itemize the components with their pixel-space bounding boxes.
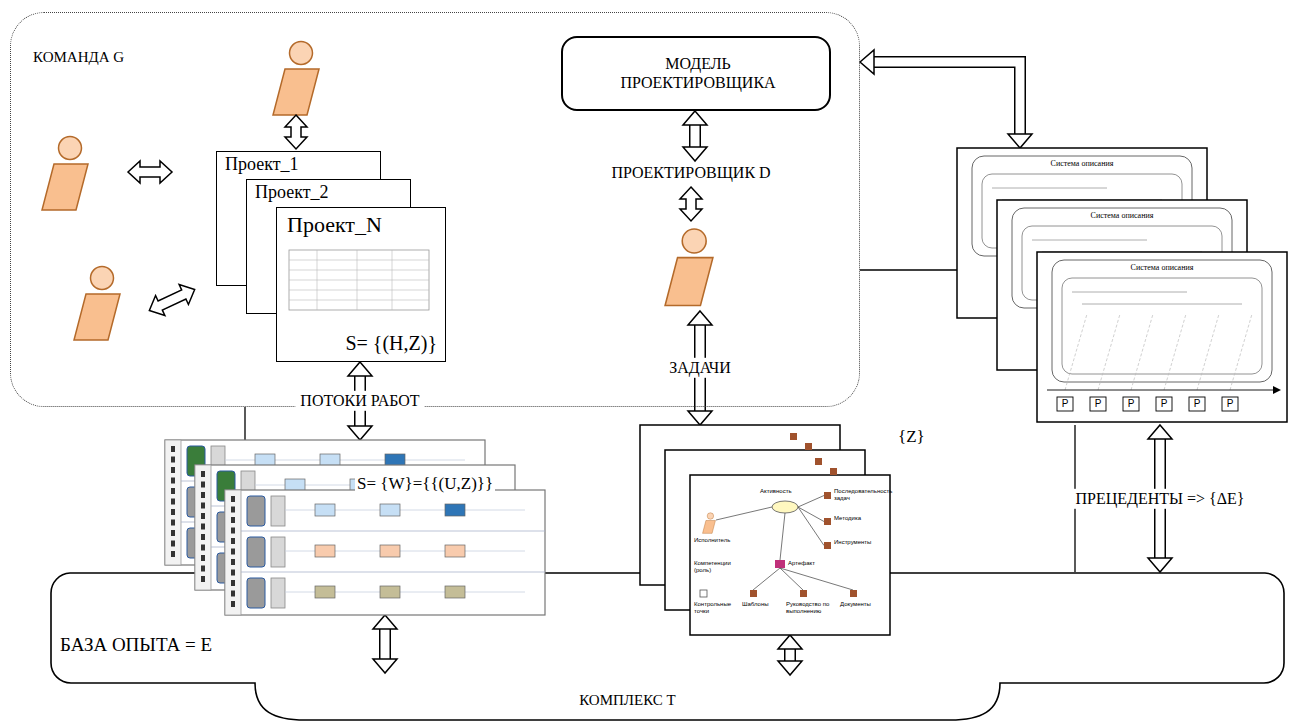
arrow-head: [683, 111, 707, 125]
team-member-icon: [74, 267, 120, 341]
task-map-label: Исполнитель: [694, 537, 738, 544]
diagram-node: МОДЕЛЬ ПРОЕКТИРОВЩИКА: [561, 36, 831, 111]
arrow-head: [778, 635, 802, 649]
diagram-node: КОМАНДА G Проект_1Проект_2Проект_N S= {(H,…: [10, 12, 860, 407]
block-arrow: [860, 50, 1032, 148]
node-text: Проект_N: [287, 212, 382, 237]
timeline-mark: P: [1057, 397, 1073, 411]
node-text: КОМПЛЕКС T: [255, 692, 1000, 709]
arrow-head: [683, 147, 707, 161]
arrow-head: [1148, 425, 1172, 439]
arrow-head: [860, 50, 874, 74]
arrow-outline: [689, 123, 701, 149]
node-text: S= {W}={{(U,Z)}}: [355, 474, 495, 494]
block-arrow: [373, 615, 397, 673]
arrow-head: [688, 411, 712, 425]
node-text: Проект_2: [255, 182, 329, 203]
arrow-head: [373, 659, 397, 673]
node-text: S= {(H,Z)}: [345, 332, 437, 355]
task-map-label: Шаблоны: [742, 601, 782, 608]
timeline-mark: P: [1156, 397, 1172, 411]
task-map-label: Компетенции (роль): [694, 560, 740, 574]
task-map-label: Документы: [840, 601, 885, 608]
designer-art: [601, 161, 781, 311]
hollow-double-arrow: [285, 115, 307, 149]
arrow-head: [348, 362, 372, 376]
diagram-node: Проект_N S= {(H,Z)}: [276, 207, 446, 362]
arrow-fill: [381, 627, 390, 661]
edge-label: ПРЕЦЕДЕНТЫ => {ΔE}: [1071, 488, 1250, 508]
node-text: Система описания: [1012, 211, 1232, 220]
task-map-label: Руководство по выполнению: [786, 601, 836, 615]
task-map-label: Контрольные точки: [694, 601, 736, 615]
arrow-head: [778, 661, 802, 675]
task-map-label: Последовательность задач: [834, 488, 888, 502]
edge-label: ЗАДАЧИ: [664, 358, 736, 378]
node-text: КОМАНДА G: [33, 49, 124, 66]
node-text: ПРОЕКТИРОВЩИК D: [601, 164, 781, 182]
arrow-head: [688, 311, 712, 325]
arrow-outline: [872, 62, 1020, 136]
arrow-head: [348, 426, 372, 440]
diagram-node: Система описанияСистема описанияСистема …: [957, 148, 1290, 425]
hollow-double-arrow: [145, 279, 200, 320]
task-map-label: Инструменты: [834, 539, 888, 546]
edge-label: ПОТОКИ РАБОТ: [295, 391, 424, 411]
diagram-node: ПРОЕКТИРОВЩИК D: [601, 161, 781, 311]
team-member-icon: [273, 42, 319, 116]
arrow-head: [373, 615, 397, 629]
timeline-mark: P: [1090, 397, 1106, 411]
node-text: Проект_1: [225, 154, 299, 175]
task-map-label: Активность: [760, 488, 805, 495]
node-text: Система описания: [1052, 263, 1272, 272]
precedent-stack-art: [957, 148, 1290, 425]
workflow-stack-art: [165, 440, 550, 615]
hollow-double-arrow: [128, 161, 172, 183]
arrow-outline: [379, 627, 391, 661]
timeline-mark: P: [1189, 397, 1205, 411]
node-text: МОДЕЛЬ ПРОЕКТИРОВЩИКА: [603, 54, 793, 92]
timeline-mark: P: [1222, 397, 1238, 411]
arrow-fill: [872, 62, 1020, 136]
connector-line: [860, 269, 957, 270]
diagram-node: S= {W}={{(U,Z)}}: [165, 440, 550, 615]
block-arrow: [683, 111, 707, 161]
arrow-fill: [691, 123, 700, 149]
connector-line: [244, 407, 245, 442]
task-map-label: Методика: [834, 515, 888, 522]
block-arrow: [778, 635, 802, 675]
node-text: Система описания: [972, 159, 1192, 168]
node-text: БАЗА ОПЫТА = E: [60, 634, 212, 656]
arrow-head: [1148, 558, 1172, 572]
task-map-label: Артефакт: [788, 560, 828, 567]
arrow-head: [1008, 134, 1032, 148]
team-member-icon: [42, 137, 88, 211]
timeline-mark: P: [1123, 397, 1139, 411]
node-text: {Z}: [898, 427, 925, 447]
